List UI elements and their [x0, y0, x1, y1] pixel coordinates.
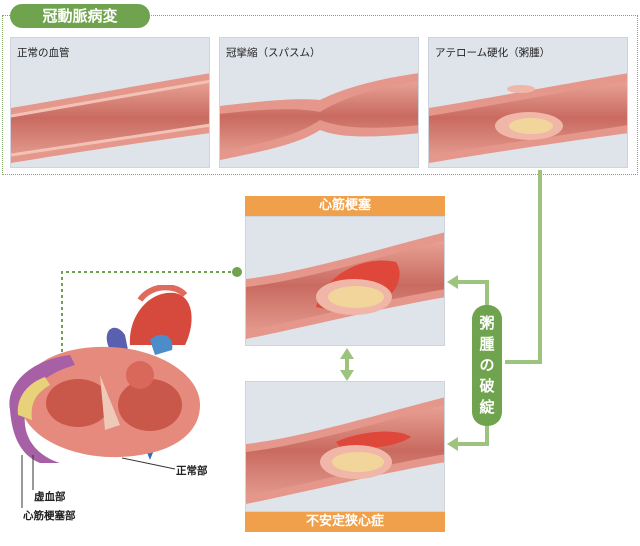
panel-label: 冠攣縮（スパスム）: [226, 47, 321, 59]
panel-unstable-angina: [245, 381, 445, 512]
label-infarct-region: 心筋梗塞部: [23, 510, 76, 522]
panel-atherosclerosis: アテローム硬化（粥腫）: [428, 37, 628, 168]
rupture-char: 綻: [479, 398, 495, 416]
plaque-rupture-badge: 粥 腫 の 破 綻: [472, 305, 502, 426]
normal-vessel-illustration: [11, 73, 209, 163]
atherosclerosis-vessel-illustration: [429, 73, 627, 163]
rupture-char: 破: [479, 377, 495, 395]
rupture-char: の: [479, 356, 495, 374]
ua-title-band: 不安定狭心症: [245, 512, 445, 532]
spasm-vessel-illustration: [220, 73, 418, 160]
heart-illustration: [9, 285, 200, 463]
panel-label: アテローム硬化（粥腫）: [435, 47, 551, 59]
panel-label: 正常の血管: [17, 47, 70, 59]
rupture-char: 腫: [479, 335, 495, 353]
label-ischemic-region: 虚血部: [34, 491, 66, 503]
mi-title-band: 心筋梗塞: [245, 196, 445, 216]
label-normal-region: 正常部: [176, 465, 208, 477]
section-title: 冠動脈病変: [10, 4, 150, 28]
panel-normal-vessel: 正常の血管: [10, 37, 210, 168]
panel-spasm: 冠攣縮（スパスム）: [219, 37, 419, 168]
rupture-char: 粥: [479, 314, 495, 332]
panel-myocardial-infarction: [245, 216, 445, 346]
ua-vessel-illustration: [246, 397, 444, 504]
coronary-lesion-frame: [2, 15, 638, 175]
mi-vessel-illustration: [246, 232, 444, 339]
